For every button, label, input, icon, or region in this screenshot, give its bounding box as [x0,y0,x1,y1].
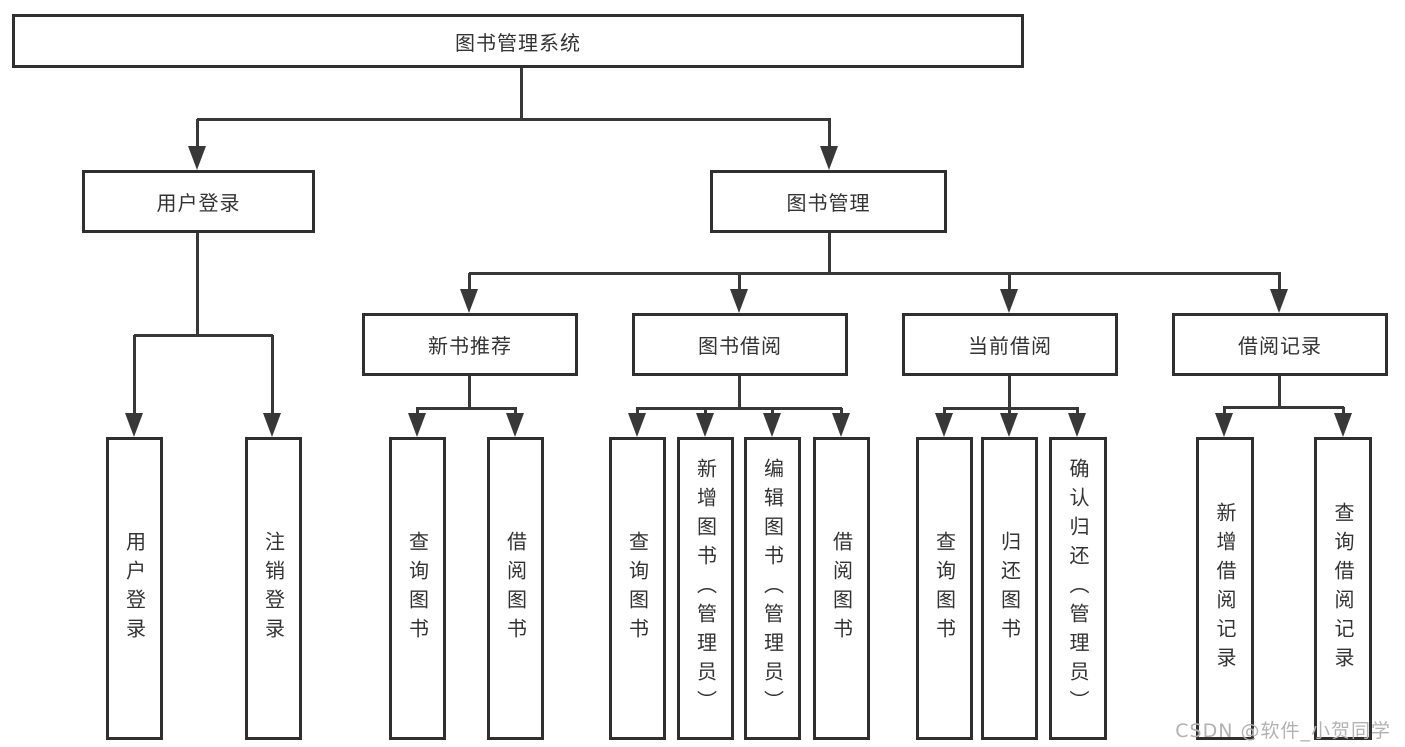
arrowhead-down-icon [460,289,478,313]
leaf-add-book-admin: 新增图书（管理员） [677,437,734,740]
node-system-root-label: 图书管理系统 [455,30,581,55]
leaf-return-book: 归还图书 [981,437,1038,740]
leaf-borrow-book-recommend-label: 借阅图书 [503,530,528,647]
connector-rail-borrow-record [1223,406,1344,409]
arrow-stem [1008,273,1011,291]
arrowhead-down-icon [1270,289,1288,313]
leaf-user-login: 用户登录 [106,437,163,740]
arrow-stem [828,119,831,148]
leaf-query-borrow-record-label: 查询借阅记录 [1331,501,1355,676]
leaf-query-book-recommend-label: 查询图书 [405,530,430,647]
node-system-root: 图书管理系统 [12,14,1024,68]
connector-rail-current-borrow [943,407,1079,410]
leaf-query-book-borrow-label: 查询图书 [625,530,650,647]
node-current-borrow-label: 当前借阅 [968,334,1052,358]
leaf-query-book-borrow: 查询图书 [609,437,666,740]
arrowhead-down-icon [408,413,426,437]
arrowhead-down-icon [1215,413,1233,437]
arrowhead-down-icon [628,413,646,437]
leaf-borrow-book: 借阅图书 [813,437,870,740]
leaf-user-login-label: 用户登录 [122,530,147,647]
arrow-stem [636,408,639,415]
watermark: CSDN @软件_小贺同学 [1175,720,1391,742]
arrow-stem [416,408,419,415]
connector-rail-user-login [134,334,273,337]
leaf-add-borrow-record: 新增借阅记录 [1196,437,1254,740]
connector-rail-level2 [197,118,831,121]
arrow-stem [1076,408,1079,415]
leaf-query-book-current: 查询图书 [916,437,973,740]
node-new-book-recommend-label: 新书推荐 [428,334,512,358]
leaf-add-borrow-record-label: 新增借阅记录 [1213,501,1237,676]
leaf-borrow-book-label: 借阅图书 [829,530,854,647]
arrow-stem [271,335,274,415]
connector-rail-book-borrow [636,407,842,410]
arrow-stem [1223,407,1226,415]
arrow-stem [1278,273,1281,291]
leaf-logout-label: 注销登录 [261,530,286,647]
arrowhead-down-icon [188,146,206,170]
connector-stub-user-login [196,233,199,335]
leaf-query-borrow-record: 查询借阅记录 [1314,437,1372,740]
arrowhead-down-icon [935,413,953,437]
node-book-borrow: 图书借阅 [632,313,848,376]
connector-stub-root [520,68,523,119]
node-borrow-record: 借阅记录 [1172,313,1388,376]
arrowhead-down-icon [1000,289,1018,313]
node-borrow-record-label: 借阅记录 [1238,334,1322,358]
node-book-management: 图书管理 [710,170,947,233]
connector-rail-new-book-recommend [416,407,517,410]
arrow-stem [1342,407,1345,415]
arrow-stem [771,408,774,415]
arrowhead-down-icon [820,146,838,170]
node-new-book-recommend: 新书推荐 [362,313,578,376]
arrow-stem [943,408,946,415]
arrow-stem [1008,408,1011,415]
leaf-confirm-return-admin-label: 确认归还（管理员） [1066,458,1090,719]
leaf-query-book-current-label: 查询图书 [932,530,957,647]
leaf-edit-book-admin-label: 编辑图书（管理员） [760,458,785,719]
arrow-stem [468,273,471,291]
connector-stub-book-management [828,233,831,274]
leaf-add-book-admin-label: 新增图书（管理员） [693,458,718,719]
connector-rail-level3 [469,272,1281,275]
arrowhead-down-icon [263,413,281,437]
arrowhead-down-icon [1000,413,1018,437]
node-user-login: 用户登录 [82,170,315,233]
connector-stub-borrow-record [1278,376,1281,407]
connector-stub-current-borrow [1008,376,1011,408]
leaf-query-book-recommend: 查询图书 [389,437,446,740]
arrowhead-down-icon [1068,413,1086,437]
leaf-edit-book-admin: 编辑图书（管理员） [744,437,801,740]
leaf-borrow-book-recommend: 借阅图书 [487,437,544,740]
arrow-stem [133,335,136,415]
arrowhead-down-icon [730,289,748,313]
arrowhead-down-icon [763,413,781,437]
arrow-stem [840,408,843,415]
arrow-stem [704,408,707,415]
leaf-confirm-return-admin: 确认归还（管理员） [1049,437,1107,740]
arrow-stem [196,119,199,148]
node-book-management-label: 图书管理 [786,191,871,215]
arrow-stem [738,273,741,291]
node-current-borrow: 当前借阅 [902,313,1118,376]
arrowhead-down-icon [832,413,850,437]
arrowhead-down-icon [696,413,714,437]
connector-stub-new-book-recommend [468,376,471,408]
node-user-login-label: 用户登录 [156,191,241,215]
arrowhead-down-icon [125,413,143,437]
arrowhead-down-icon [1334,413,1352,437]
node-book-borrow-label: 图书借阅 [698,334,782,358]
leaf-return-book-label: 归还图书 [997,530,1022,647]
leaf-logout: 注销登录 [245,437,302,740]
arrowhead-down-icon [506,413,524,437]
connector-stub-book-borrow [738,376,741,408]
arrow-stem [514,408,517,415]
